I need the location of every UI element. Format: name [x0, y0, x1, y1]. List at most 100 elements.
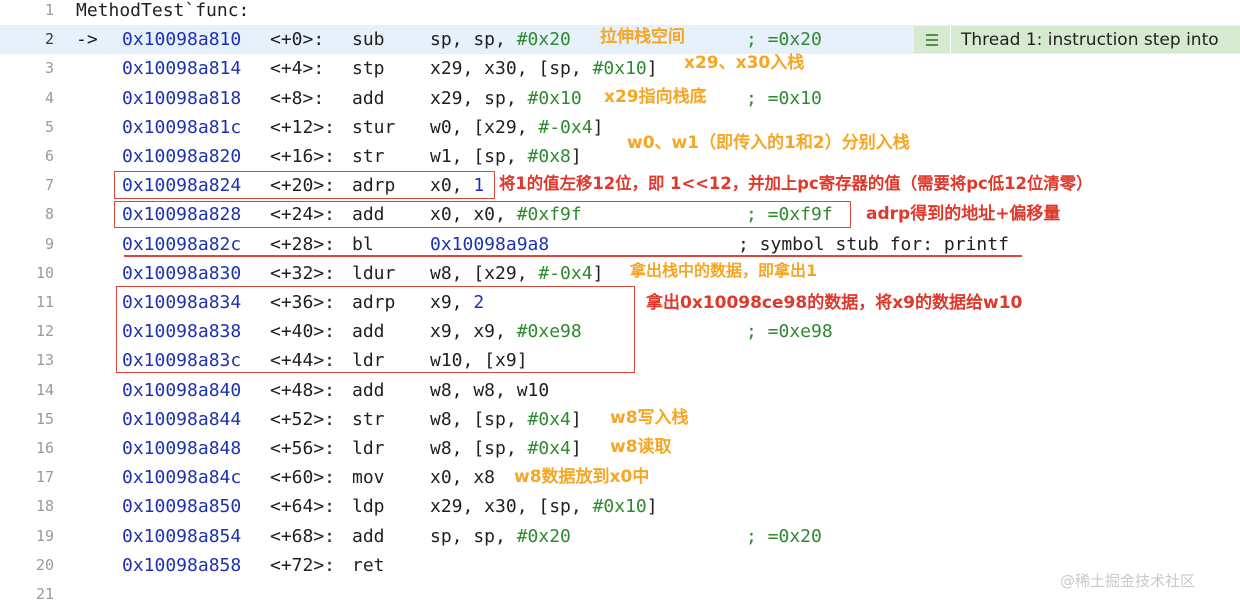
- instruction-comment: ; =0x20: [746, 29, 822, 51]
- annotation-push-x29-x30: x29、x30入栈: [684, 53, 805, 73]
- instruction-opcode: add: [352, 321, 385, 343]
- instruction-operands: x0, x0, #0xf9f: [430, 200, 582, 229]
- instruction-operands: x29, sp, #0x10: [430, 84, 582, 113]
- instruction-opcode: add: [352, 525, 385, 547]
- line-number: 5: [44, 117, 54, 136]
- annotation-load-from-stack: 拿出栈中的数据，即拿出1: [630, 261, 818, 280]
- instruction-offset: <+20>:: [270, 175, 336, 197]
- instruction-offset: <+52>:: [270, 408, 336, 430]
- operand-text: x9,: [430, 292, 474, 313]
- code-line[interactable]: 21: [0, 580, 1240, 609]
- thread-status-badge[interactable]: Thread 1: instruction step into: [914, 26, 1240, 53]
- annotation-w8-to-x0: w8数据放到x0中: [514, 467, 650, 487]
- annotation-adrp-explain: 将1的值左移12位，即 1<<12，并加上pc寄存器的值（需要将pc低12位清零…: [499, 174, 1093, 193]
- annotation-w8-load: w8读取: [610, 437, 672, 457]
- immediate-operand: #0x4: [527, 438, 571, 459]
- operand-text: ]: [592, 116, 604, 138]
- instruction-opcode: ldr: [352, 350, 385, 372]
- line-number: 21: [35, 585, 54, 603]
- instruction-address: 0x10098a830: [122, 262, 242, 284]
- line-number: 15: [35, 409, 54, 428]
- immediate-operand: #0x10: [592, 496, 647, 518]
- list-icon[interactable]: [914, 26, 951, 53]
- instruction-comment: ; symbol stub for: printf: [738, 233, 1009, 255]
- instruction-address: 0x10098a84c: [122, 467, 242, 489]
- operand-text: w10, [x9]: [430, 350, 528, 372]
- operand-text: x29, x30, [sp,: [430, 496, 593, 518]
- instruction-opcode: str: [352, 408, 385, 430]
- instruction-operands: w0, [x29, #-0x4]: [430, 113, 603, 142]
- annotation-x29-base: x29指向栈底: [604, 87, 707, 107]
- printf-call-underline: [124, 255, 1022, 257]
- instruction-opcode: ldp: [352, 496, 385, 518]
- instruction-opcode: ldr: [352, 438, 385, 459]
- line-number: 3: [44, 59, 54, 78]
- line-number: 17: [35, 468, 54, 487]
- annotation-load-global: 拿出0x10098ce98的数据，将x9的数据给w10: [646, 293, 1023, 313]
- instruction-address: 0x10098a854: [122, 525, 242, 547]
- instruction-opcode: bl: [352, 233, 374, 255]
- instruction-operands: w8, [sp, #0x4]: [430, 405, 582, 434]
- immediate-operand: #-0x4: [538, 262, 593, 284]
- line-number: 6: [44, 147, 54, 165]
- operand-text: x0, x8: [430, 467, 496, 489]
- annotation-push-w0-w1: w0、w1（即传入的1和2）分别入栈: [627, 133, 910, 153]
- operand-text: x29, x30, [sp,: [430, 58, 593, 80]
- instruction-offset: <+32>:: [270, 262, 336, 284]
- immediate-operand: #0x20: [516, 29, 571, 51]
- instruction-opcode: add: [352, 204, 385, 226]
- line-number: 10: [35, 263, 54, 282]
- line-number: 9: [44, 234, 54, 253]
- immediate-operand: #-0x4: [538, 116, 593, 138]
- instruction-address: 0x10098a838: [122, 321, 242, 343]
- instruction-opcode: mov: [352, 467, 385, 489]
- instruction-offset: <+36>:: [270, 292, 336, 313]
- instruction-operands: x0, x8: [430, 463, 495, 492]
- operand-text: w1, [sp,: [430, 146, 528, 167]
- instruction-address: 0x10098a858: [122, 554, 242, 576]
- immediate-operand: #0xf9f: [516, 204, 582, 226]
- operand-text: w8, [sp,: [430, 438, 528, 459]
- instruction-opcode: ldur: [352, 262, 396, 284]
- line-number: 14: [35, 380, 54, 399]
- immediate-operand: #0x20: [516, 525, 571, 547]
- annotation-stack-alloc: 拉伸栈空间: [600, 27, 685, 47]
- numeric-operand: 1: [473, 175, 485, 197]
- instruction-operands: x29, x30, [sp, #0x10]: [430, 492, 658, 521]
- instruction-address: 0x10098a814: [122, 58, 242, 80]
- line-number: 19: [35, 526, 54, 545]
- operand-text: w8, [sp,: [430, 408, 528, 430]
- operand-text: sp, sp,: [430, 29, 517, 51]
- instruction-address: 0x10098a848: [122, 438, 242, 459]
- function-title: MethodTest`func:: [76, 0, 250, 21]
- instruction-opcode: stur: [352, 116, 396, 138]
- instruction-opcode: str: [352, 146, 385, 167]
- instruction-address: 0x10098a83c: [122, 350, 242, 372]
- line-number: 7: [44, 176, 54, 195]
- instruction-opcode: add: [352, 87, 385, 109]
- instruction-comment: ; =0x20: [746, 525, 822, 547]
- operand-text: w8, [x29,: [430, 262, 539, 284]
- line-number: 18: [35, 497, 54, 516]
- instruction-offset: <+40>:: [270, 321, 336, 343]
